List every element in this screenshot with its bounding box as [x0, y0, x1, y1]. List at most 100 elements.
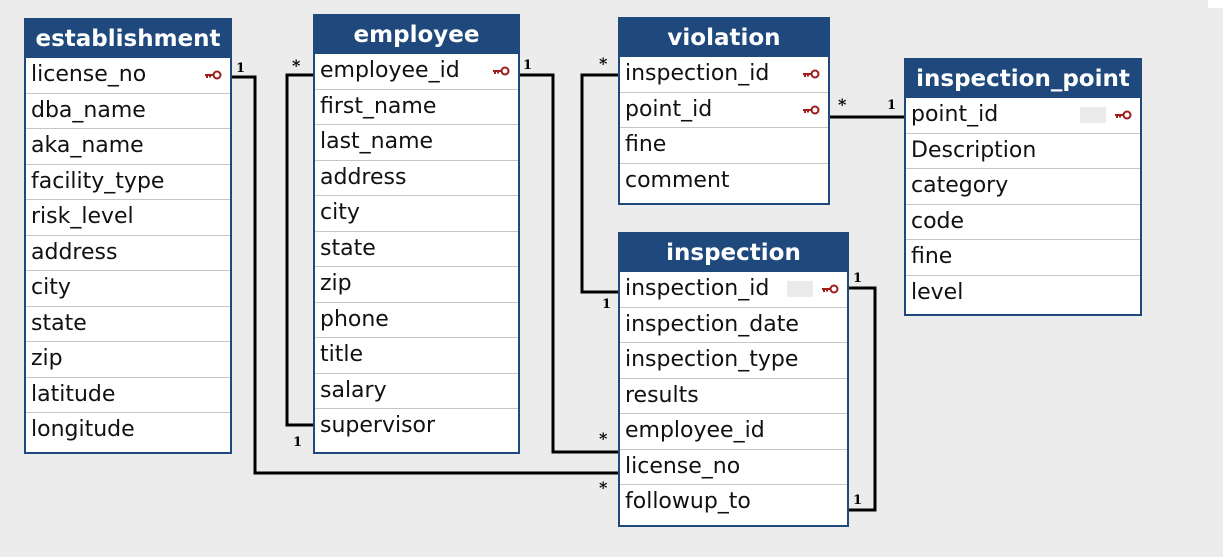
primary-key-icon: [1114, 110, 1132, 120]
field-name: risk_level: [31, 204, 134, 229]
field-row[interactable]: zip: [315, 267, 518, 303]
field-name: point_id: [911, 102, 999, 127]
primary-key-icon: [821, 284, 839, 294]
field-row[interactable]: aka_name: [26, 129, 230, 165]
field-row[interactable]: level: [906, 276, 1140, 312]
multiplicity-many: *: [599, 429, 608, 448]
multiplicity-many: *: [838, 95, 847, 114]
field-row[interactable]: first_name: [315, 90, 518, 125]
multiplicity-one: 1: [853, 493, 863, 508]
field-name: code: [911, 208, 965, 234]
field-name: phone: [320, 306, 389, 332]
line-employee-inspection: [513, 73, 620, 454]
field-row[interactable]: point_id: [906, 98, 1140, 134]
field-row[interactable]: phone: [315, 303, 518, 338]
field-row[interactable]: results: [620, 379, 847, 414]
field-name: title: [320, 342, 364, 367]
multiplicity-one: 1: [887, 98, 897, 113]
line-inspection-violation: [580, 73, 620, 294]
field-row[interactable]: license_no: [620, 450, 847, 485]
field-name: inspection_id: [625, 61, 770, 86]
field-row[interactable]: salary: [315, 374, 518, 409]
table-title: inspection: [620, 234, 847, 272]
table-inspection[interactable]: inspection inspection_id inspection_date…: [618, 232, 849, 527]
multiplicity-one: 1: [602, 297, 612, 312]
multiplicity-one: 1: [293, 435, 303, 450]
field-name: license_no: [31, 62, 147, 87]
field-row[interactable]: code: [906, 205, 1140, 240]
field-name: inspection_id: [625, 276, 770, 301]
field-name: latitude: [31, 381, 116, 407]
field-row[interactable]: address: [315, 161, 518, 196]
field-highlight: [787, 281, 813, 297]
field-row[interactable]: Description: [906, 134, 1140, 169]
table-employee[interactable]: employee employee_id first_name last_nam…: [313, 14, 520, 454]
field-row[interactable]: supervisor: [315, 409, 518, 445]
field-row[interactable]: category: [906, 169, 1140, 205]
field-row[interactable]: zip: [26, 342, 230, 378]
field-name: zip: [320, 271, 352, 296]
field-row[interactable]: address: [26, 236, 230, 271]
field-row[interactable]: inspection_date: [620, 308, 847, 343]
field-highlight: [1080, 107, 1106, 123]
field-name: employee_id: [320, 58, 460, 83]
field-name: inspection_type: [625, 347, 799, 372]
field-row[interactable]: last_name: [315, 125, 518, 161]
field-name: address: [31, 239, 118, 265]
table-title: violation: [620, 19, 828, 57]
field-name: fine: [911, 244, 953, 269]
line-employee-supervisor: [285, 73, 315, 427]
field-name: supervisor: [320, 413, 436, 438]
field-row[interactable]: title: [315, 338, 518, 374]
field-row[interactable]: facility_type: [26, 165, 230, 200]
field-name: level: [911, 279, 964, 305]
field-name: license_no: [625, 453, 741, 479]
field-name: state: [31, 310, 87, 336]
field-row[interactable]: comment: [620, 164, 828, 200]
field-name: last_name: [320, 129, 434, 154]
field-name: salary: [320, 377, 387, 403]
primary-key-icon: [492, 66, 510, 76]
field-name: longitude: [31, 417, 135, 442]
field-row[interactable]: state: [315, 232, 518, 267]
field-row[interactable]: employee_id: [620, 414, 847, 450]
field-name: state: [320, 235, 376, 261]
field-row[interactable]: fine: [906, 240, 1140, 276]
table-violation[interactable]: violation inspection_id point_id fine co…: [618, 17, 830, 205]
field-name: fine: [625, 132, 667, 157]
field-name: followup_to: [625, 489, 751, 514]
primary-key-icon: [204, 70, 222, 80]
multiplicity-many: *: [599, 54, 608, 73]
field-name: comment: [625, 167, 730, 193]
field-row[interactable]: inspection_id: [620, 57, 828, 93]
field-row[interactable]: longitude: [26, 413, 230, 449]
field-row[interactable]: inspection_type: [620, 343, 847, 379]
field-row[interactable]: inspection_id: [620, 272, 847, 308]
field-row[interactable]: employee_id: [315, 54, 518, 90]
field-name: first_name: [320, 93, 437, 119]
field-name: results: [625, 382, 699, 408]
field-row[interactable]: license_no: [26, 58, 230, 94]
multiplicity-many: *: [599, 478, 608, 497]
field-row[interactable]: fine: [620, 128, 828, 164]
table-inspection-point[interactable]: inspection_point point_id Description ca…: [904, 58, 1142, 316]
field-row[interactable]: followup_to: [620, 485, 847, 521]
field-row[interactable]: risk_level: [26, 200, 230, 236]
field-name: address: [320, 164, 407, 190]
field-row[interactable]: city: [26, 271, 230, 307]
table-title: employee: [315, 16, 518, 54]
field-name: employee_id: [625, 418, 765, 443]
field-row[interactable]: point_id: [620, 93, 828, 128]
field-row[interactable]: latitude: [26, 378, 230, 413]
field-name: city: [320, 200, 360, 225]
field-row[interactable]: city: [315, 196, 518, 232]
field-name: facility_type: [31, 168, 165, 194]
corner-mark: [1208, 0, 1223, 8]
field-name: zip: [31, 346, 63, 371]
field-row[interactable]: dba_name: [26, 94, 230, 129]
field-name: aka_name: [31, 133, 144, 158]
field-row[interactable]: state: [26, 307, 230, 342]
table-establishment[interactable]: establishment license_no dba_name aka_na…: [24, 18, 232, 454]
